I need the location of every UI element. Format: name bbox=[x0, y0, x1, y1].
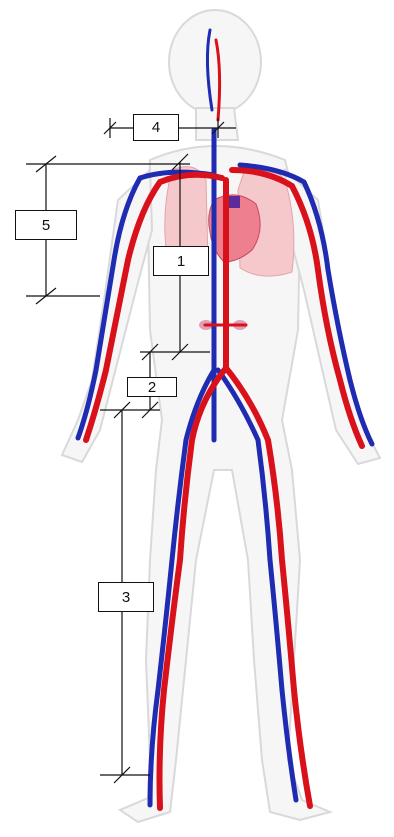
dimension-label-3: 3 bbox=[98, 582, 154, 612]
dimension-label-5: 5 bbox=[15, 210, 77, 240]
dimension-label-2: 2 bbox=[127, 377, 177, 397]
heart-highlight bbox=[228, 196, 240, 208]
dimension-label-4: 4 bbox=[133, 114, 179, 141]
dimension-label-1: 1 bbox=[153, 246, 209, 276]
